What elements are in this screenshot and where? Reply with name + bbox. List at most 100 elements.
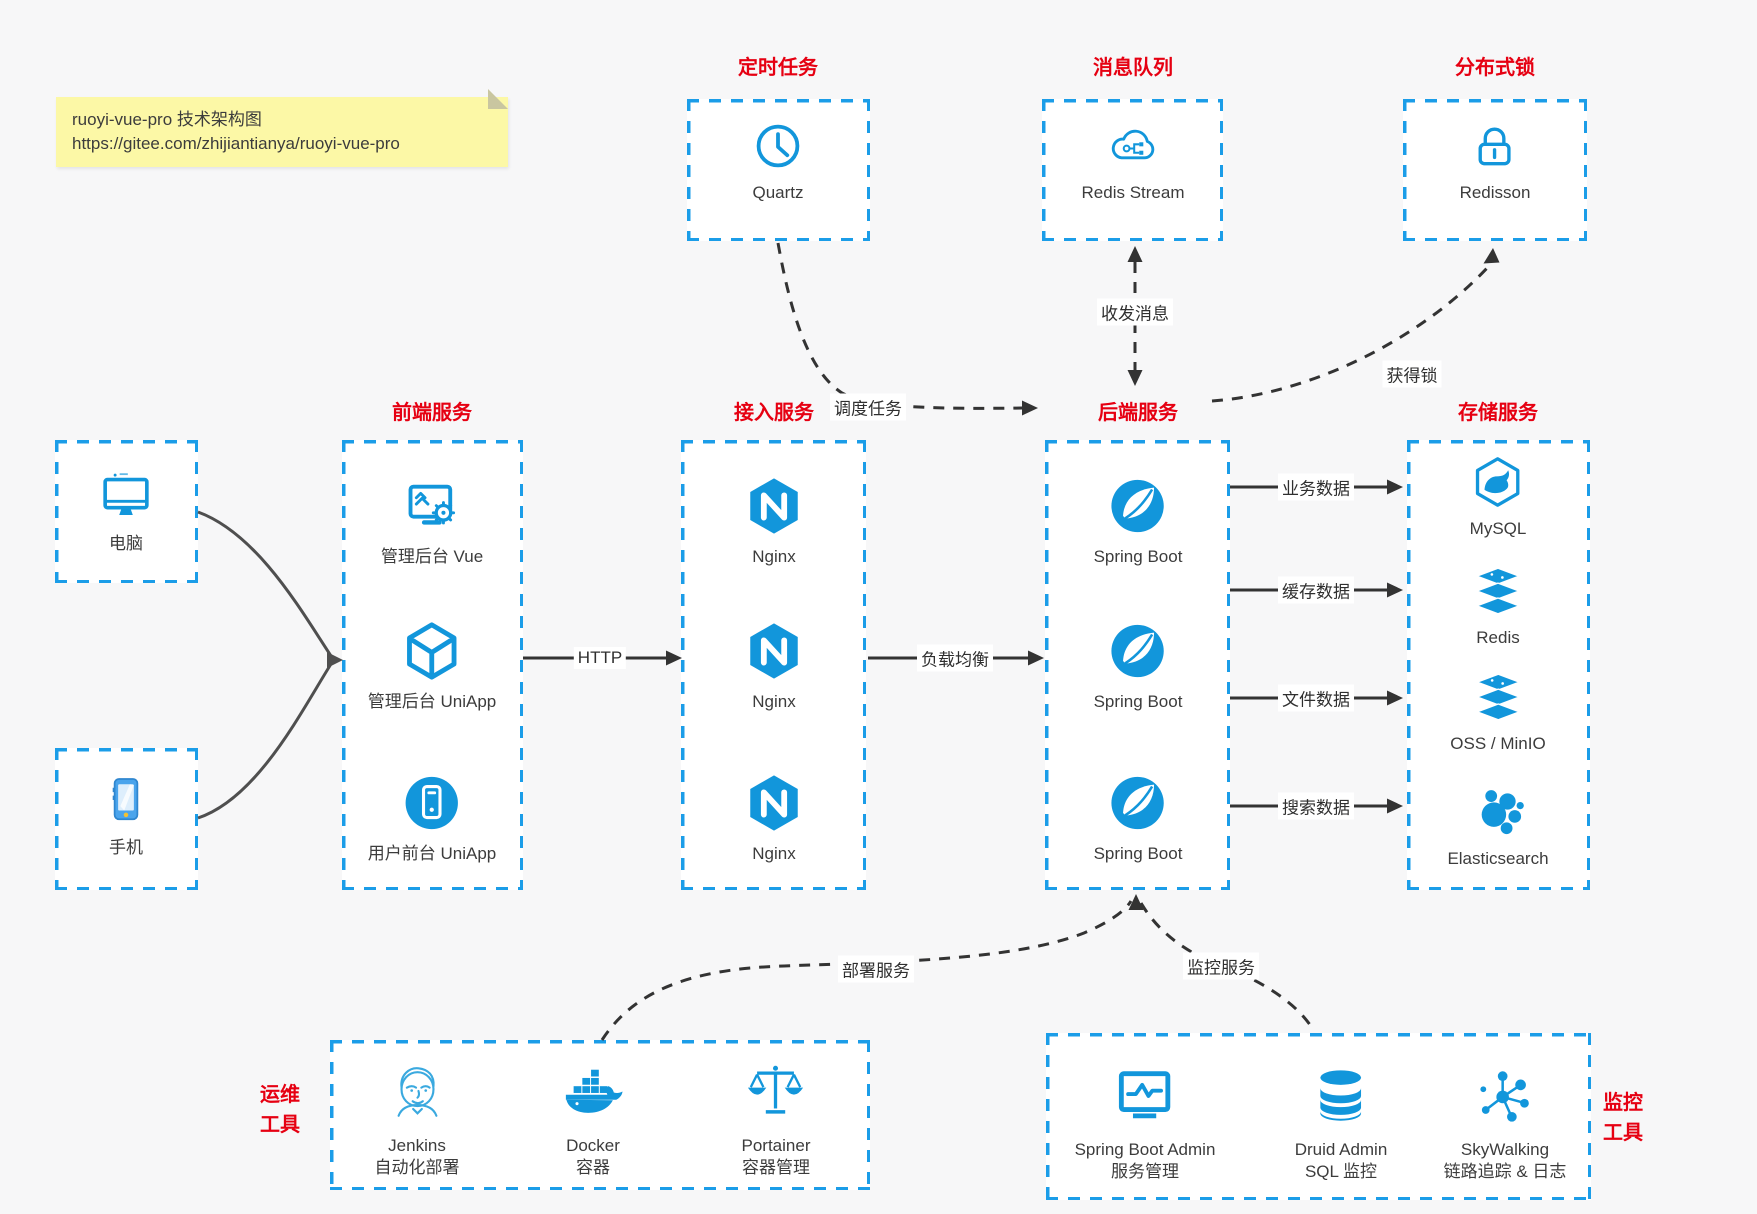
- node-admin-vue-label: 管理后台 Vue: [380, 547, 484, 566]
- edge-label-http: HTTP: [573, 647, 627, 669]
- note-url: https://gitee.com/zhijiantianya/ruoyi-vu…: [72, 134, 400, 153]
- node-skywalking-label: SkyWalking: [1460, 1140, 1550, 1159]
- nginx-icon: [743, 475, 805, 537]
- node-nginx-2: Nginx: [743, 620, 805, 713]
- node-elasticsearch: Elasticsearch: [1447, 782, 1549, 870]
- box-pc-client: [55, 440, 198, 583]
- edge-schedule-task: [776, 242, 1023, 410]
- edge-label-business-data: 业务数据: [1278, 473, 1354, 501]
- edge-label-cache-data: 缓存数据: [1278, 576, 1354, 604]
- spring-boot-admin-icon: [1114, 1065, 1176, 1127]
- group-title-ops-tools: 运维 工具: [260, 1084, 300, 1136]
- docker-icon: [562, 1061, 624, 1123]
- group-title-scheduled-tasks: 定时任务: [738, 57, 818, 79]
- box-distributed-lock: [1403, 99, 1587, 241]
- node-redisson-label: Redisson: [1459, 183, 1531, 202]
- node-oss-minio-label: OSS / MinIO: [1450, 734, 1546, 753]
- group-title-access: 接入服务: [734, 402, 814, 424]
- node-redisson: Redisson: [1459, 119, 1531, 204]
- node-redis-label: Redis: [1476, 628, 1520, 647]
- uniapp-cube-icon: [401, 620, 463, 682]
- node-quartz-label: Quartz: [752, 183, 804, 202]
- edge-label-send-receive-message: 收发消息: [1097, 298, 1173, 326]
- node-admin-uniapp: 管理后台 UniApp: [368, 620, 496, 713]
- node-nginx-1-label: Nginx: [752, 547, 796, 566]
- node-nginx-3: Nginx: [743, 772, 805, 865]
- node-jenkins-label: Jenkins: [388, 1136, 446, 1155]
- admin-vue-icon: [401, 475, 463, 537]
- node-sba-label: Spring Boot Admin: [1074, 1140, 1216, 1159]
- box-phone-client: [55, 748, 198, 890]
- node-nginx-3-label: Nginx: [752, 844, 796, 863]
- object-storage-icon: [1470, 669, 1526, 725]
- spring-boot-icon: [1107, 620, 1169, 682]
- group-title-message-queue: 消息队列: [1093, 57, 1173, 79]
- node-nginx-1: Nginx: [743, 475, 805, 568]
- node-jenkins: Jenkins 自动化部署: [375, 1061, 460, 1179]
- edge-label-search-data: 搜索数据: [1278, 792, 1354, 820]
- node-oss-minio: OSS / MinIO: [1450, 669, 1546, 755]
- box-storage: [1407, 440, 1590, 890]
- node-portainer: Portainer 容器管理: [741, 1061, 811, 1179]
- edge-phone-to-frontend: [197, 663, 333, 820]
- user-uniapp-icon: [401, 772, 463, 834]
- node-quartz: Quartz: [751, 119, 805, 204]
- smartphone-icon: [98, 772, 154, 828]
- edge-label-monitor-service: 监控服务: [1183, 952, 1259, 980]
- druid-database-icon: [1310, 1065, 1372, 1127]
- cloud-stream-icon: [1105, 119, 1161, 173]
- nginx-icon: [743, 772, 805, 834]
- node-skywalking-sublabel: 链路追踪 & 日志: [1443, 1162, 1567, 1181]
- skywalking-icon: [1474, 1065, 1536, 1127]
- edge-label-acquire-lock: 获得锁: [1382, 360, 1442, 388]
- node-spring-boot-2-label: Spring Boot: [1093, 692, 1183, 711]
- edge-pc-to-frontend: [197, 510, 333, 657]
- node-elasticsearch-label: Elasticsearch: [1447, 849, 1549, 868]
- node-spring-boot-1: Spring Boot: [1093, 475, 1183, 568]
- group-title-storage: 存储服务: [1458, 402, 1538, 424]
- node-mysql: MySQL: [1469, 454, 1527, 540]
- node-sba-sublabel: 服务管理: [1111, 1162, 1179, 1181]
- node-portainer-sublabel: 容器管理: [741, 1158, 810, 1177]
- node-docker-label: Docker: [566, 1136, 620, 1155]
- node-phone: 手机: [98, 772, 154, 859]
- node-mysql-label: MySQL: [1469, 519, 1527, 538]
- node-redis: Redis: [1470, 563, 1526, 649]
- node-nginx-2-label: Nginx: [752, 692, 796, 711]
- portainer-scales-icon: [745, 1061, 807, 1123]
- node-skywalking: SkyWalking 链路追踪 & 日志: [1443, 1065, 1567, 1183]
- node-redis-stream-label: Redis Stream: [1081, 183, 1185, 202]
- node-phone-label: 手机: [109, 838, 143, 857]
- node-spring-boot-1-label: Spring Boot: [1093, 547, 1183, 566]
- edge-acquire-lock: [1211, 264, 1491, 403]
- node-spring-boot-3: Spring Boot: [1093, 772, 1183, 865]
- edge-label-load-balance: 负载均衡: [917, 644, 993, 672]
- node-spring-boot-2: Spring Boot: [1093, 620, 1183, 713]
- node-docker-sublabel: 容器: [575, 1158, 610, 1177]
- desktop-computer-icon: [97, 466, 155, 524]
- node-docker: Docker 容器: [562, 1061, 624, 1179]
- node-jenkins-sublabel: 自动化部署: [374, 1158, 460, 1177]
- group-title-frontend: 前端服务: [392, 402, 472, 424]
- node-user-uniapp: 用户前台 UniApp: [368, 772, 496, 865]
- clock-icon: [751, 119, 805, 173]
- node-druid-label: Druid Admin: [1294, 1140, 1388, 1159]
- mysql-icon: [1470, 454, 1526, 510]
- node-pc-label: 电脑: [109, 534, 143, 553]
- box-message-queue: [1042, 99, 1223, 241]
- sticky-note: ruoyi-vue-pro 技术架构图 https://gitee.com/zh…: [56, 89, 508, 167]
- node-user-uniapp-label: 用户前台 UniApp: [367, 844, 497, 863]
- node-admin-uniapp-label: 管理后台 UniApp: [367, 692, 497, 711]
- box-scheduled-tasks: [687, 99, 870, 241]
- group-title-monitor-tools: 监控 工具: [1603, 1092, 1643, 1144]
- redis-stack-icon: [1470, 563, 1526, 619]
- spring-boot-icon: [1107, 772, 1169, 834]
- group-title-backend: 后端服务: [1098, 402, 1178, 424]
- node-druid-sublabel: SQL 监控: [1304, 1162, 1378, 1181]
- edge-label-deploy-service: 部署服务: [838, 955, 914, 983]
- node-druid-admin: Druid Admin SQL 监控: [1294, 1065, 1388, 1183]
- node-portainer-label: Portainer: [741, 1136, 811, 1155]
- edge-label-schedule-task: 调度任务: [830, 393, 906, 421]
- box-ops-tools: [330, 1040, 870, 1190]
- node-spring-boot-3-label: Spring Boot: [1093, 844, 1183, 863]
